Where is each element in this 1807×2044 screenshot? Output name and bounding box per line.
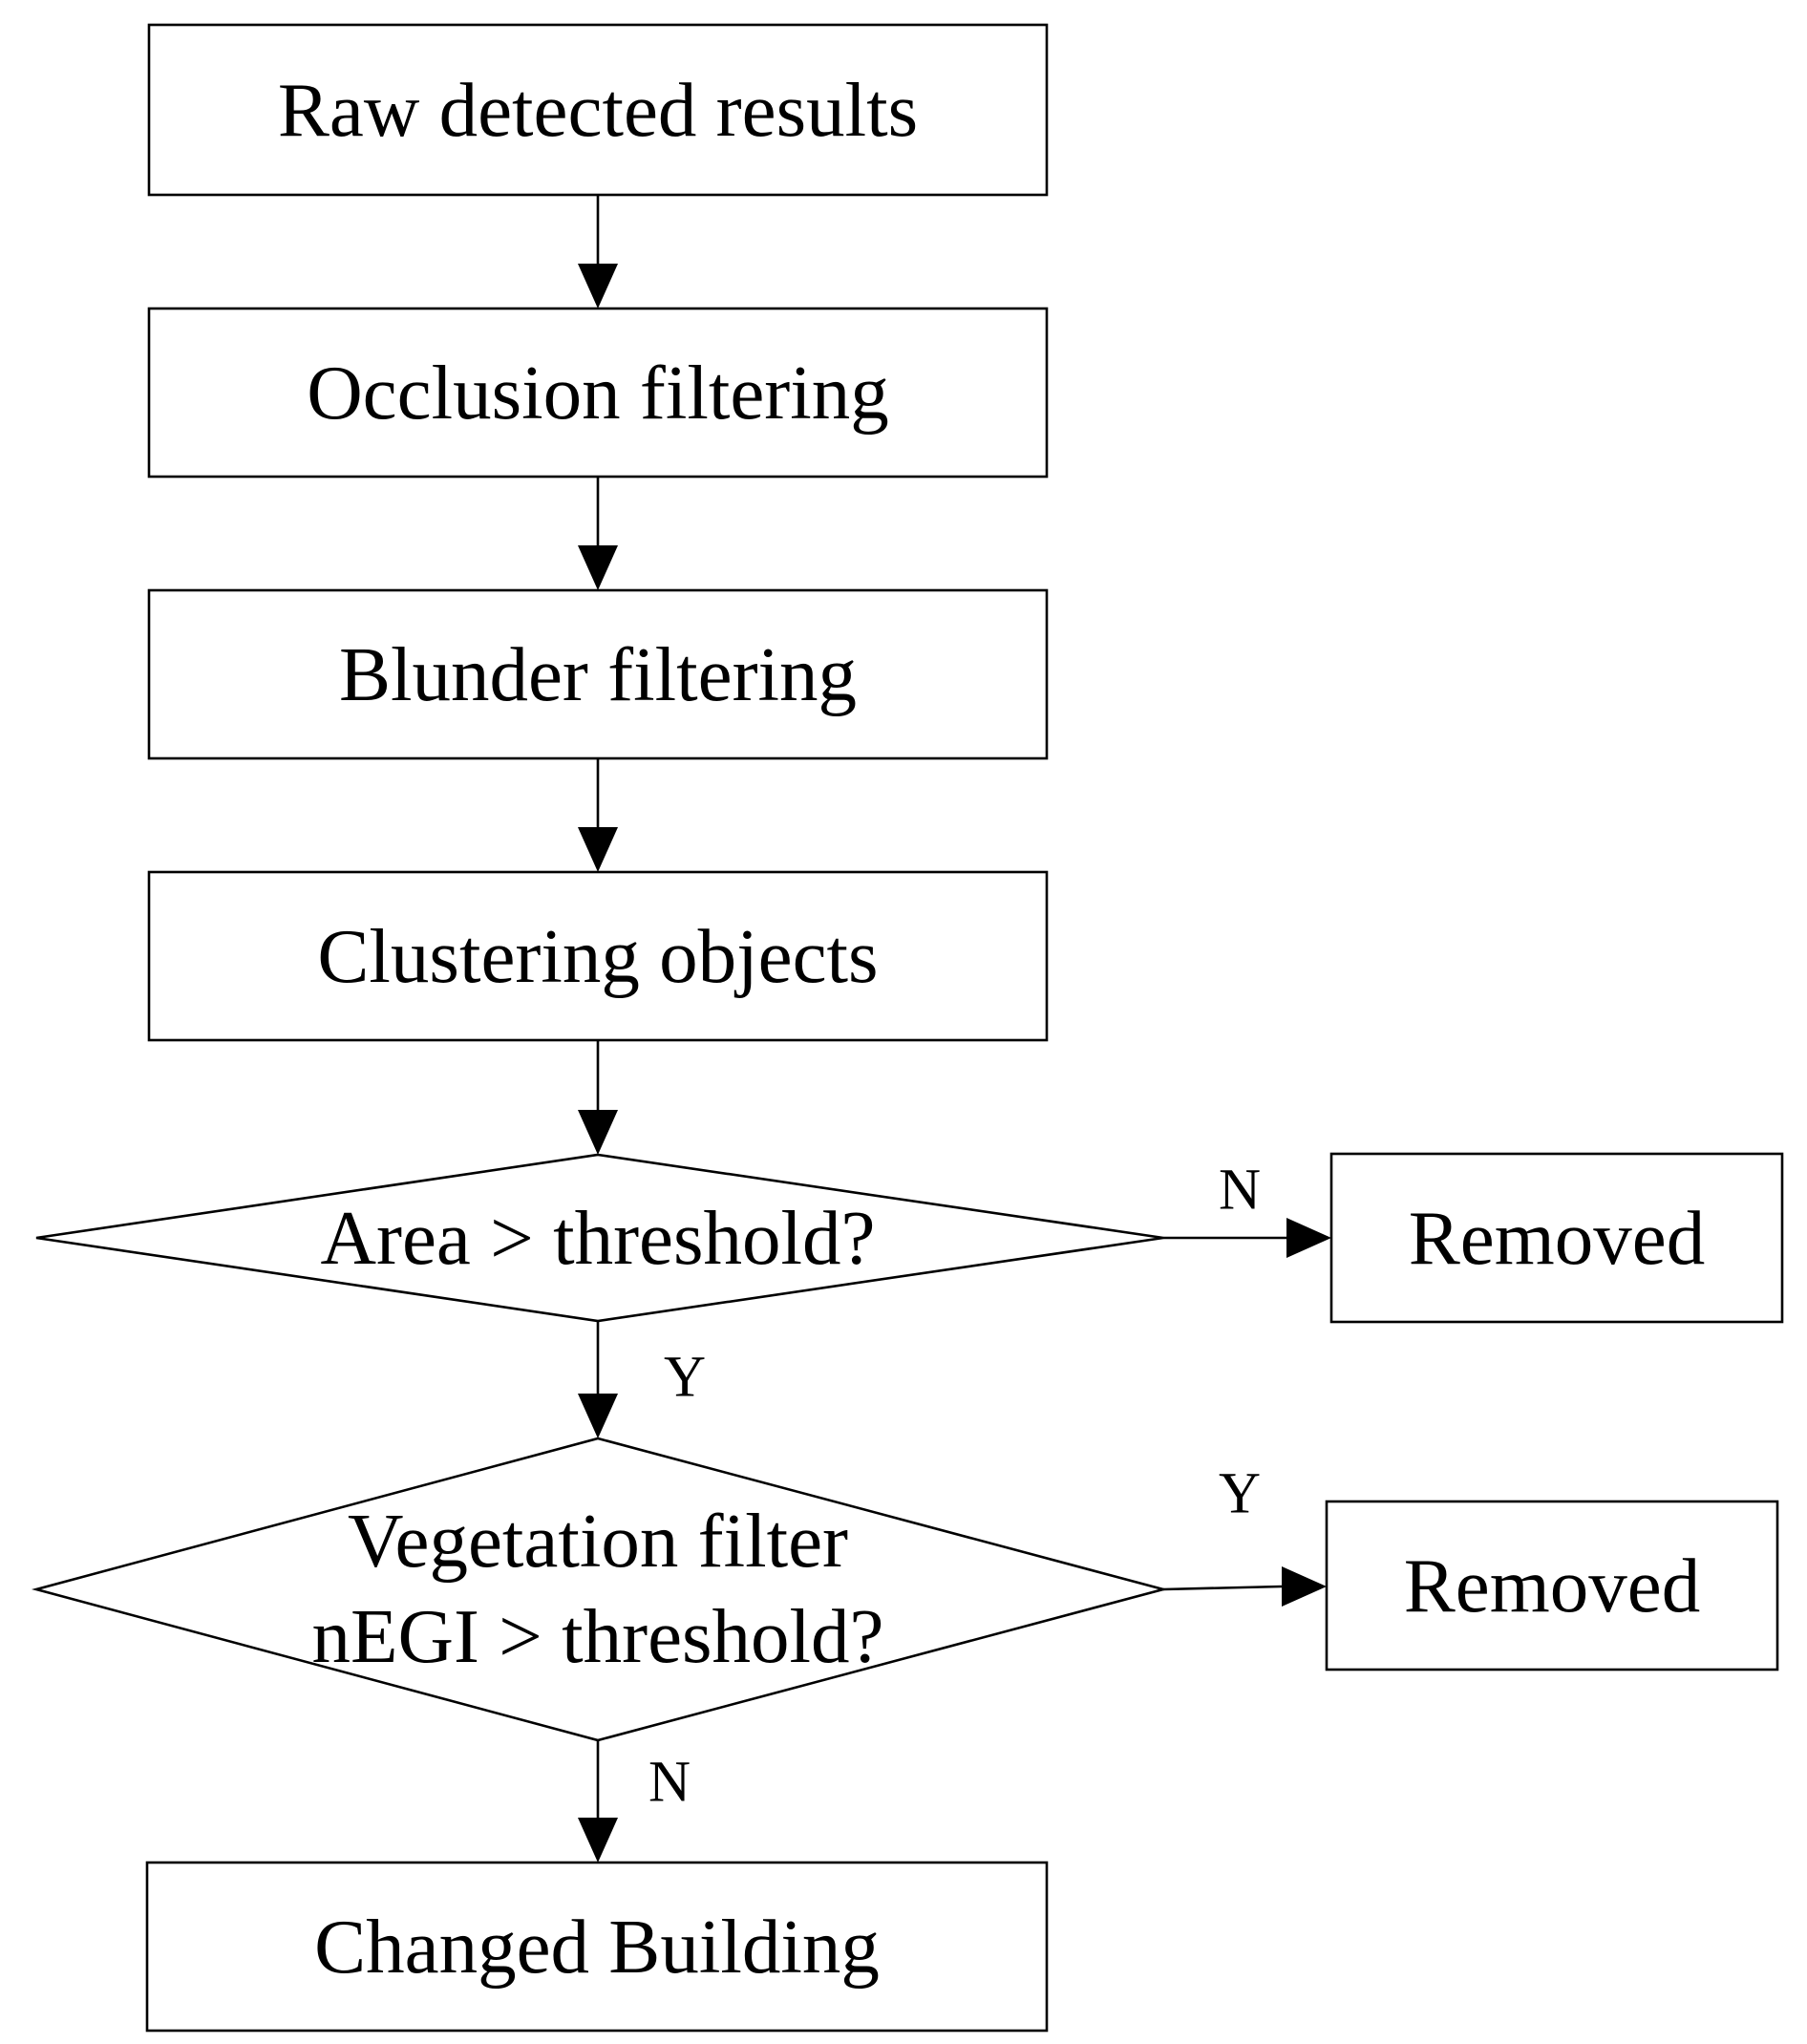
decision-vegetation-line2: nEGI > threshold? [311, 1593, 883, 1679]
node-raw-results-label: Raw detected results [278, 67, 918, 153]
node-raw-results: Raw detected results [147, 23, 1049, 197]
edge-raw-to-occlusion [578, 195, 618, 309]
node-removed-2: Removed [1325, 1500, 1779, 1671]
edge-area-no-to-removed: N [1163, 1159, 1331, 1258]
node-blunder-filtering: Blunder filtering [147, 588, 1049, 760]
arrowhead-icon [578, 264, 618, 309]
edge-blunder-to-clustering [578, 758, 618, 872]
node-blunder-filtering-label: Blunder filtering [339, 631, 857, 717]
arrowhead-icon [578, 1818, 618, 1863]
arrowhead-icon [578, 545, 618, 590]
arrowhead-icon [1286, 1218, 1331, 1258]
edge-occlusion-to-blunder [578, 477, 618, 590]
edge-clustering-to-area [578, 1040, 618, 1155]
edge-label-no: N [1219, 1159, 1261, 1223]
edge-area-yes-to-vegetation: Y [578, 1321, 706, 1438]
node-removed-1: Removed [1329, 1152, 1784, 1324]
edge-label-no: N [648, 1751, 691, 1815]
node-changed-building-label: Changed Building [314, 1904, 880, 1990]
arrowhead-icon [1282, 1566, 1327, 1607]
node-removed-2-label: Removed [1404, 1543, 1700, 1629]
arrowhead-icon [578, 1110, 618, 1155]
edge-vegetation-yes-to-removed: Y [1162, 1462, 1327, 1607]
node-removed-1-label: Removed [1409, 1195, 1705, 1281]
node-clustering-objects: Clustering objects [147, 870, 1049, 1042]
arrowhead-icon [578, 827, 618, 872]
node-clustering-objects-label: Clustering objects [317, 913, 878, 999]
decision-area-threshold: Area > threshold? [35, 1153, 1164, 1323]
decision-vegetation-line1: Vegetation filter [348, 1498, 848, 1584]
edge-label-yes: Y [664, 1346, 706, 1410]
decision-area-threshold-label: Area > threshold? [321, 1195, 876, 1281]
decision-vegetation-filter: Vegetation filter nEGI > threshold? [31, 1437, 1169, 1742]
node-occlusion-filtering-label: Occlusion filtering [307, 350, 889, 436]
arrowhead-icon [578, 1394, 618, 1438]
edge-label-yes: Y [1219, 1462, 1261, 1526]
node-changed-building: Changed Building [145, 1861, 1049, 2033]
node-occlusion-filtering: Occlusion filtering [147, 307, 1049, 479]
edge-vegetation-no-to-changed-building: N [578, 1740, 691, 1863]
